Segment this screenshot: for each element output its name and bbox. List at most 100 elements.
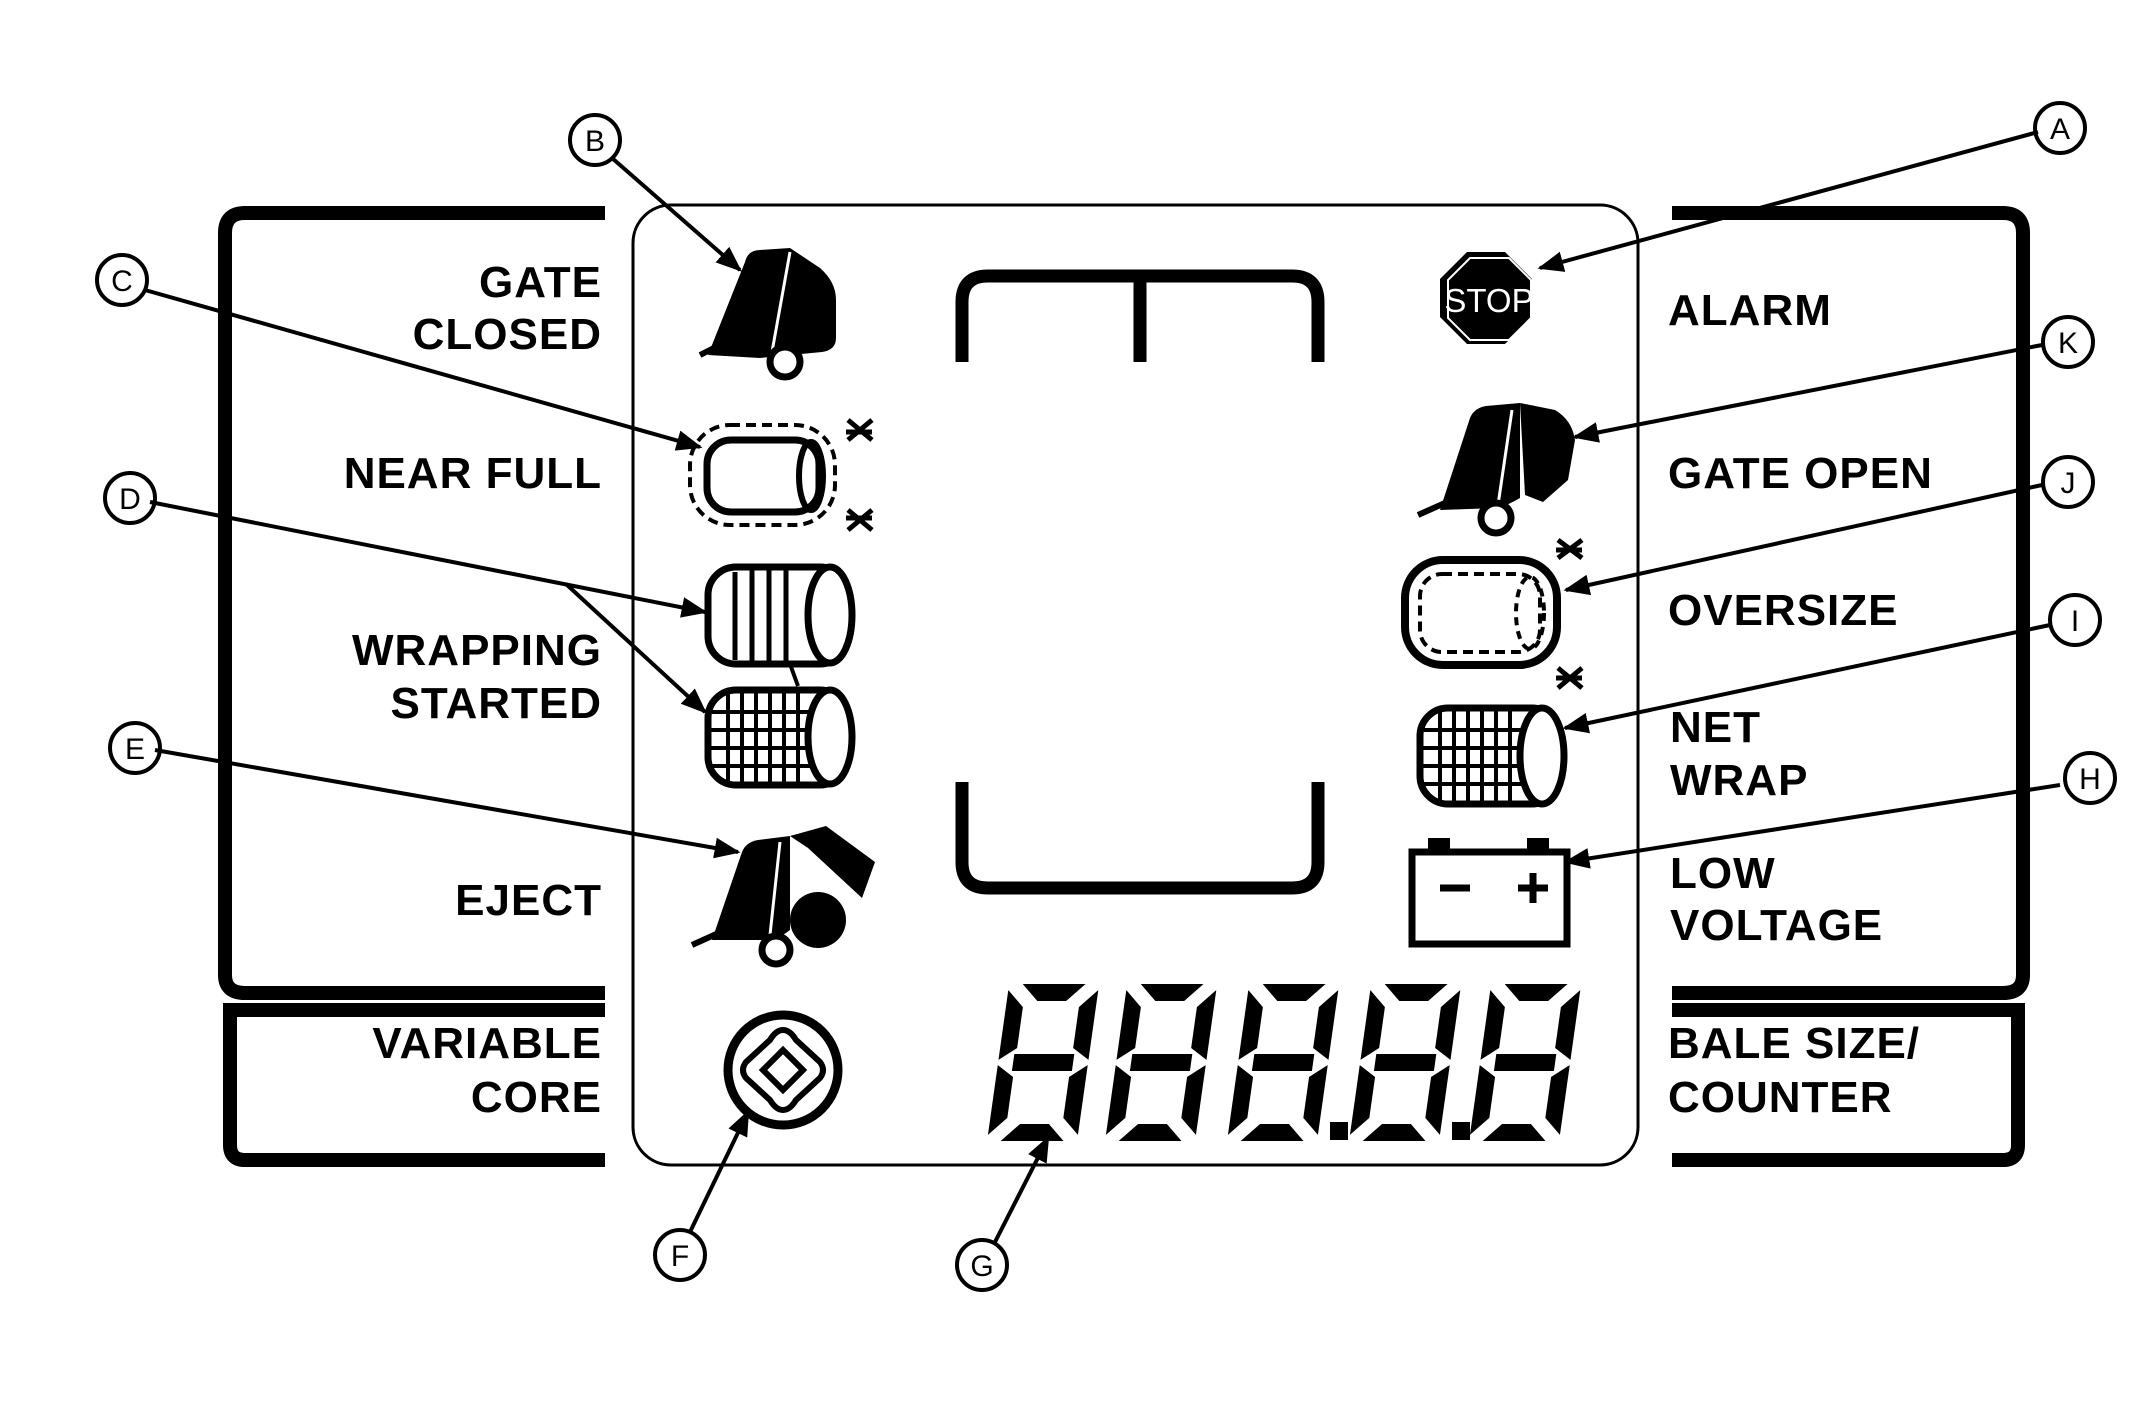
seg-upper-right	[1313, 990, 1339, 1060]
digit-5	[1469, 984, 1581, 1141]
svg-text:VOLTAGE: VOLTAGE	[1670, 901, 1883, 950]
leader-a	[1537, 130, 2039, 272]
label-wrapping-started: WRAPPING STARTED	[352, 626, 601, 728]
seg-bottom	[1000, 1124, 1064, 1141]
svg-text:GATE: GATE	[479, 258, 602, 307]
label-variable-core: VARIABLE CORE	[372, 1019, 602, 1122]
callout-circle	[2048, 593, 2102, 647]
leader-d-1	[149, 500, 708, 618]
digit-cell-lower	[1490, 1073, 1550, 1122]
svg-text:WRAP: WRAP	[1670, 756, 1808, 805]
seg-lower-left	[987, 1065, 1014, 1135]
seg-lower-right	[1063, 1065, 1088, 1135]
svg-text:CLOSED: CLOSED	[413, 310, 602, 359]
callout-letter: F	[671, 1240, 689, 1273]
seg-upper-left	[1116, 990, 1141, 1060]
callout-f: F	[653, 1228, 707, 1282]
callout-circle	[108, 721, 162, 775]
bale-wrapping-icon	[704, 563, 856, 789]
stop-sign-icon: STOP	[1440, 252, 1534, 344]
leader-c	[144, 288, 703, 451]
bale-twine-icon	[704, 563, 856, 687]
callout-letter: D	[119, 483, 141, 516]
leader-lines	[144, 130, 2061, 1243]
callout-g: G	[955, 1238, 1009, 1292]
callout-j: J	[2041, 455, 2095, 509]
right-bracket-lower	[1672, 1003, 2025, 1167]
callout-letter: I	[2071, 605, 2079, 638]
seven-segment-display	[987, 984, 1581, 1141]
label-gate-closed: GATE CLOSED	[413, 258, 602, 359]
label-bale-size-counter: BALE SIZE/ COUNTER	[1668, 1019, 1919, 1122]
center-frame	[955, 269, 1325, 895]
callout-letter: B	[585, 125, 605, 158]
seg-lower-right	[1181, 1065, 1206, 1135]
leader-h	[1563, 783, 2061, 869]
seg-bottom	[1362, 1124, 1426, 1141]
digit-1	[987, 984, 1099, 1141]
seg-top	[1504, 984, 1568, 1001]
callout-letter: A	[2050, 113, 2070, 146]
decimal-point	[1452, 1122, 1470, 1140]
stop-sign-text: STOP	[1444, 282, 1533, 319]
leader-e	[154, 748, 741, 859]
seg-mid	[1011, 1054, 1075, 1071]
left-bracket-upper	[218, 206, 605, 1000]
leader-d-2	[564, 582, 707, 714]
label-oversize: OVERSIZE	[1668, 586, 1899, 635]
callout-k: K	[2041, 315, 2095, 369]
seg-mid	[1129, 1054, 1193, 1071]
seg-upper-left	[1360, 990, 1385, 1060]
seg-lower-right	[1303, 1065, 1328, 1135]
callout-letter: G	[970, 1250, 993, 1283]
svg-text:NET: NET	[1670, 703, 1761, 752]
leader-f	[688, 1109, 750, 1233]
callout-circle	[568, 113, 622, 167]
callout-b: B	[568, 113, 622, 167]
variable-core-icon	[723, 1010, 843, 1130]
callout-letter: E	[125, 733, 145, 766]
leader-i	[1562, 623, 2051, 734]
seg-upper-left	[1480, 990, 1505, 1060]
seg-lower-right	[1545, 1065, 1570, 1135]
callout-a: A	[2033, 101, 2087, 155]
seg-lower-left	[1105, 1065, 1132, 1135]
label-net-wrap: NET WRAP	[1670, 703, 1808, 805]
callout-letter: K	[2058, 327, 2078, 360]
seg-lower-left	[1227, 1065, 1254, 1135]
callout-h: H	[2063, 751, 2117, 805]
seg-bottom	[1240, 1124, 1304, 1141]
callout-circle	[653, 1228, 707, 1282]
callout-e: E	[108, 721, 162, 775]
seg-lower-left	[1469, 1065, 1496, 1135]
callout-circle	[2033, 101, 2087, 155]
label-gate-open: GATE OPEN	[1668, 449, 1933, 498]
seg-top	[1262, 984, 1326, 1001]
seg-upper-left	[998, 990, 1023, 1060]
seg-top	[1022, 984, 1086, 1001]
callout-letter: H	[2079, 763, 2101, 796]
leader-j	[1563, 483, 2043, 596]
callout-d: D	[103, 471, 157, 525]
seg-upper-right	[1073, 990, 1099, 1060]
decimal-point	[1330, 1122, 1348, 1140]
digit-cell-lower	[1008, 1073, 1068, 1122]
digit-cell-upper	[1500, 1003, 1560, 1052]
baler-gate-open-icon	[1416, 403, 1575, 537]
digit-cell-upper	[1018, 1003, 1078, 1052]
seg-upper-left	[1238, 990, 1263, 1060]
seg-mid	[1251, 1054, 1315, 1071]
baler-eject-icon	[690, 826, 875, 968]
net-wrap-bale-icon	[1416, 704, 1568, 808]
bale-net-icon	[704, 686, 856, 789]
left-bracket-lower	[223, 1003, 605, 1167]
digit-3	[1227, 984, 1339, 1141]
label-eject: EJECT	[455, 876, 602, 925]
digit-cell-upper	[1380, 1003, 1440, 1052]
callout-circle	[955, 1238, 1009, 1292]
callout-circle	[2041, 455, 2095, 509]
svg-text:VARIABLE: VARIABLE	[372, 1019, 602, 1068]
seg-bottom	[1482, 1124, 1546, 1141]
baler-gate-closed-icon	[698, 248, 836, 381]
